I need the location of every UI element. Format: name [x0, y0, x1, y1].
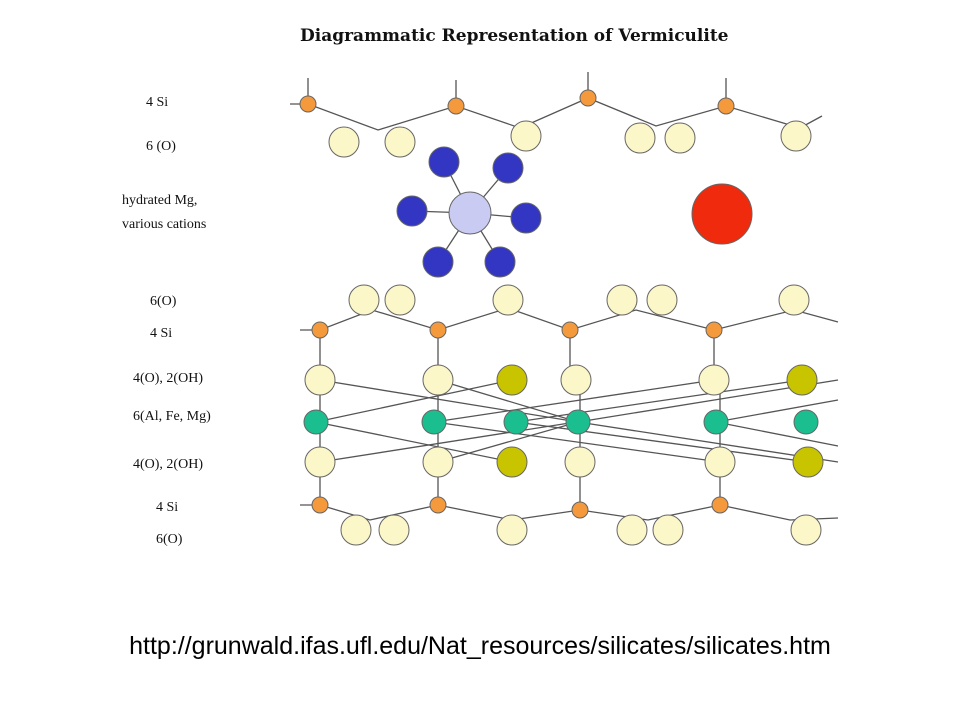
- label-top-o: 6 (O): [146, 139, 176, 154]
- label-bottom-o: 6(O): [156, 532, 183, 547]
- oxygen-atom: [698, 364, 730, 396]
- oxygen-atom: [384, 126, 416, 158]
- oxygen-atom: [340, 514, 372, 546]
- octa-bond: [315, 379, 513, 423]
- octahedral-cation: [303, 409, 329, 435]
- silicon-atom: [299, 95, 317, 113]
- water-molecule: [510, 202, 542, 234]
- oxygen-atom: [790, 514, 822, 546]
- label-upper-oh: 4(O), 2(OH): [133, 371, 203, 386]
- oxygen-atom: [384, 284, 416, 316]
- oxygen-atom: [778, 284, 810, 316]
- source-url: http://grunwald.ifas.ufl.edu/Nat_resourc…: [129, 632, 831, 660]
- diagram-title: Diagrammatic Representation of Vermiculi…: [300, 26, 729, 46]
- label-interlayer-line2: various cations: [122, 217, 207, 232]
- octa-bond: [515, 421, 809, 463]
- top-si-chain: [290, 97, 823, 131]
- hydroxyl-group: [496, 364, 528, 396]
- lower-si-chain: [300, 504, 839, 521]
- mg-ion: [448, 191, 492, 235]
- oxygen-atom: [378, 514, 410, 546]
- octa-bond: [433, 421, 721, 463]
- hydroxyl-group: [496, 446, 528, 478]
- octa-bond: [433, 379, 715, 423]
- oxygen-atom: [496, 514, 528, 546]
- silicon-atom: [311, 321, 329, 339]
- oxygen-atom: [564, 446, 596, 478]
- oxygen-atom: [780, 120, 812, 152]
- oxygen-atom: [510, 120, 542, 152]
- octa-bond: [715, 421, 839, 447]
- oxygen-atom: [304, 446, 336, 478]
- exchangeable-cation: [691, 183, 753, 245]
- oxygen-atom: [492, 284, 524, 316]
- oxygen-atom: [348, 284, 380, 316]
- oxygen-atom: [646, 284, 678, 316]
- oxygen-atom: [624, 122, 656, 154]
- oxygen-atom: [704, 446, 736, 478]
- oxygen-atom: [606, 284, 638, 316]
- water-molecule: [422, 246, 454, 278]
- octa-bond: [715, 399, 839, 423]
- octa-bond: [319, 379, 579, 423]
- water-molecule: [484, 246, 516, 278]
- oxygen-atom: [616, 514, 648, 546]
- silicon-atom: [717, 97, 735, 115]
- octa-bond: [319, 421, 577, 463]
- silicon-atom: [705, 321, 723, 339]
- label-bottom-si: 4 Si: [156, 500, 179, 515]
- octahedral-cation: [421, 409, 447, 435]
- water-molecule: [428, 146, 460, 178]
- silicon-atom: [579, 89, 597, 107]
- octa-bond: [437, 421, 579, 463]
- silicon-atom: [561, 321, 579, 339]
- water-molecule: [396, 195, 428, 227]
- octa-bond: [315, 421, 513, 463]
- silicon-atom: [447, 97, 465, 115]
- oxygen-atom: [664, 122, 696, 154]
- hydroxyl-group: [792, 446, 824, 478]
- silicon-atom: [711, 496, 729, 514]
- hydroxyl-group: [786, 364, 818, 396]
- octahedral-cation: [793, 409, 819, 435]
- water-molecule: [492, 152, 524, 184]
- oxygen-atom: [560, 364, 592, 396]
- oxygen-atom: [422, 446, 454, 478]
- label-top-si: 4 Si: [146, 95, 169, 110]
- octahedral-cation: [703, 409, 729, 435]
- silicon-atom: [429, 496, 447, 514]
- upper-si-chain: [300, 307, 839, 331]
- octahedral-cation: [503, 409, 529, 435]
- oxygen-atom: [652, 514, 684, 546]
- oxygen-atom: [328, 126, 360, 158]
- atom-group: [299, 89, 824, 546]
- label-octahedral: 6(Al, Fe, Mg): [133, 409, 211, 424]
- label-interlayer-line1: hydrated Mg,: [122, 193, 198, 208]
- octa-bond: [515, 379, 803, 423]
- silicon-atom: [311, 496, 329, 514]
- octa-bond: [437, 379, 579, 423]
- octahedral-cation: [565, 409, 591, 435]
- silicon-atom: [571, 501, 589, 519]
- label-layer-si: 4 Si: [150, 326, 173, 341]
- label-lower-oh: 4(O), 2(OH): [133, 457, 203, 472]
- oxygen-atom: [304, 364, 336, 396]
- silicon-atom: [429, 321, 447, 339]
- label-layer-o: 6(O): [150, 294, 177, 309]
- oxygen-atom: [422, 364, 454, 396]
